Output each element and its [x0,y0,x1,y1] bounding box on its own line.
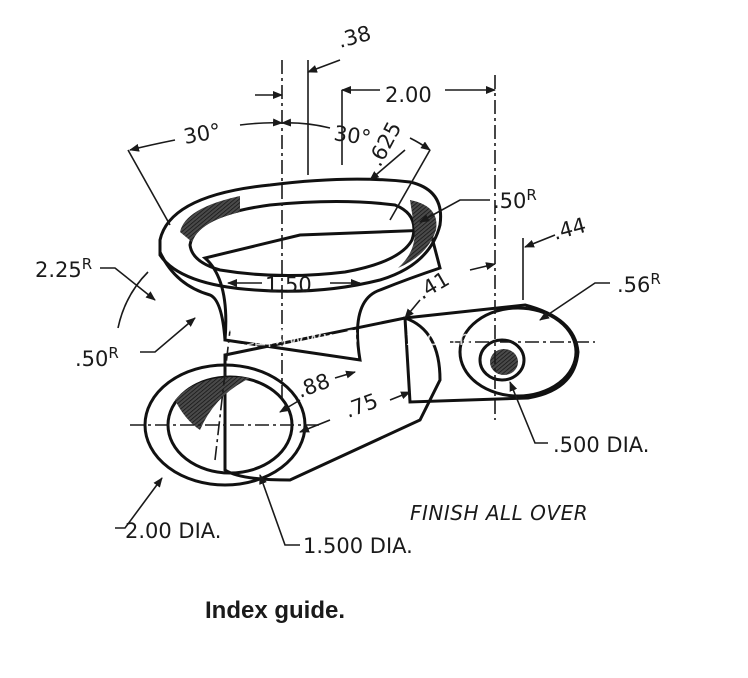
dim-044: .44 [550,213,588,245]
dim-075: .75 [342,389,382,423]
dim-038: .38 [335,21,373,53]
dim-angle-left: 30° [182,119,223,149]
figure-caption: Index guide. [205,597,346,624]
dim-angle-right: 30° [332,121,372,150]
dimension-labels: .38 2.00 30° 30° .625 .50R .44 2.25R 1.5… [35,21,661,558]
top-ring-inner [188,200,416,278]
dim-200: 2.00 [385,83,432,107]
dim-150: 1.50 [265,273,312,297]
dim-dia-1500: 1.500 DIA. [303,534,413,558]
dim-dia-0500: .500 DIA. [553,433,649,457]
dim-041: .41 [413,267,454,304]
watermark: 三维网www.3dmox.com [225,326,472,350]
right-boss-hole [478,338,526,382]
dim-r225: 2.25R [35,255,92,282]
central-web [201,228,442,362]
top-ring-outer [158,177,443,293]
right-boss-face [458,306,578,398]
dim-r050-left: .50R [75,344,119,371]
dim-r050-top: .50R [493,186,537,213]
dim-088: .88 [294,369,334,403]
dim-r056: .56R [617,270,661,297]
finish-note: FINISH ALL OVER [410,501,588,525]
dimension-lines [100,59,610,546]
dim-dia-200: 2.00 DIA. [125,519,221,543]
main-cylinder-body [223,316,442,482]
construction-lines [127,60,595,461]
